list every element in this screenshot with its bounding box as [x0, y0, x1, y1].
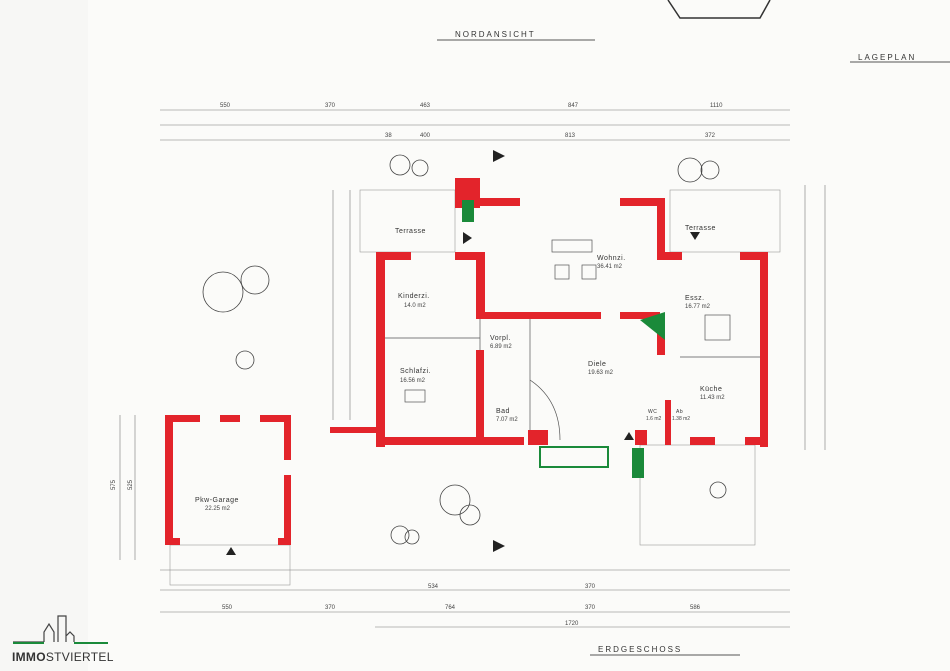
- dim-label: 534: [428, 584, 439, 590]
- dim-label: 586: [690, 605, 701, 611]
- room-area: 16.77 m2: [685, 304, 711, 310]
- room-area: 1.6 m2: [646, 416, 662, 422]
- terraces: [169, 189, 781, 586]
- room-esszimmer: Essz.: [685, 295, 705, 302]
- room-area: 14.0 m2: [404, 303, 426, 309]
- room-kinderzimmer: Kinderzi.: [398, 293, 430, 300]
- room-labels: Kinderzi. 14.0 m2 Schlafzi. 16.56 m2 Woh…: [195, 225, 725, 512]
- dim-label: 370: [325, 605, 336, 611]
- room-area: 11.43 m2: [700, 395, 725, 401]
- room-area: 6.89 m2: [490, 344, 512, 350]
- room-wc: WC: [648, 409, 657, 415]
- dim-label: 575: [111, 479, 117, 490]
- dim-label: 1720: [565, 621, 579, 627]
- floor-title: ERDGESCHOSS: [598, 645, 682, 654]
- room-bad: Bad: [496, 408, 510, 415]
- dim-label: 370: [585, 605, 596, 611]
- walls: [165, 178, 768, 545]
- room-abstellraum: Ab: [676, 409, 683, 415]
- site-plan-title: LAGEPLAN: [858, 53, 916, 62]
- terrace-right: Terrasse: [685, 225, 716, 232]
- room-kueche: Küche: [700, 386, 722, 393]
- room-schlafzimmer: Schlafzi.: [400, 368, 431, 375]
- dimension-lines-top: [119, 109, 826, 628]
- dim-label: 38: [385, 133, 392, 139]
- brand-name-bold: IMMO: [12, 650, 46, 664]
- terrace-left: Terrasse: [395, 228, 426, 235]
- dim-label: 370: [325, 103, 336, 109]
- interior-lines: [384, 239, 760, 441]
- dim-label: 372: [705, 133, 716, 139]
- room-area: 1.38 m2: [672, 416, 690, 422]
- north-view-title: NORDANSICHT: [455, 30, 536, 39]
- brand-logo-icon: [13, 615, 108, 644]
- room-area: 36.41 m2: [597, 264, 623, 270]
- elevation-fragment: [667, 0, 771, 19]
- dim-label: 813: [565, 133, 576, 139]
- dim-label: 847: [568, 103, 579, 109]
- room-garage: Pkw-Garage: [195, 497, 239, 504]
- dim-label: 370: [585, 584, 596, 590]
- green-marks: [462, 200, 665, 478]
- dim-label: 525: [128, 479, 134, 490]
- room-area: 16.56 m2: [400, 378, 426, 384]
- room-wohnzimmer: Wohnzi.: [597, 255, 626, 262]
- trees: [202, 154, 727, 545]
- dim-label: 550: [222, 605, 233, 611]
- room-vorplatz: Vorpl.: [490, 335, 511, 342]
- room-area: 22.25 m2: [205, 506, 231, 512]
- dim-label: 400: [420, 133, 431, 139]
- dim-label: 550: [220, 103, 231, 109]
- arrow-markers: [226, 150, 700, 555]
- brand-name-rest: STVIERTEL: [45, 650, 114, 664]
- dim-label: 764: [445, 605, 456, 611]
- room-diele: Diele: [588, 361, 606, 368]
- paper-sheet: [88, 0, 950, 671]
- dim-label: 463: [420, 103, 431, 109]
- room-area: 7.07 m2: [496, 417, 518, 423]
- dim-label: 1110: [710, 103, 723, 109]
- brand-name: IMMOSTVIERTEL: [12, 650, 114, 664]
- room-area: 19.63 m2: [588, 370, 614, 376]
